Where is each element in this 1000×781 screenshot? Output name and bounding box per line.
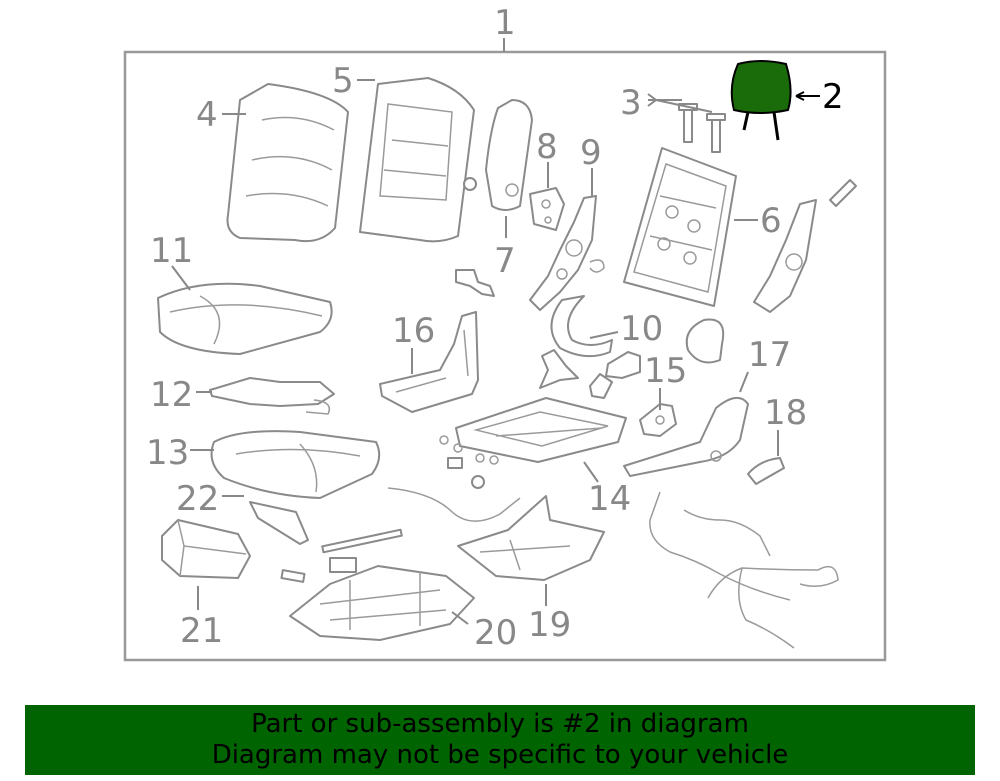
callout-9: 9: [580, 133, 602, 173]
callout-18: 18: [764, 393, 807, 433]
leader-2: [795, 91, 820, 101]
callout-11: 11: [150, 231, 193, 271]
part-harness: [707, 565, 839, 649]
part-3-bolts: [678, 103, 726, 153]
part-clip-20: [329, 557, 357, 573]
part-20-base-frame: [289, 565, 475, 641]
part-cable-c: [683, 509, 771, 557]
part-15-bracket: [639, 403, 677, 437]
headrest-cushion: [730, 60, 792, 114]
leader-3: [647, 93, 713, 113]
callout-22: 22: [176, 479, 219, 519]
leader-14: [583, 461, 599, 483]
callout-8: 8: [536, 127, 558, 167]
part-latch: [605, 351, 641, 379]
leader-17: [739, 371, 749, 393]
callout-2: 2: [822, 77, 844, 117]
part-right-recliner: [753, 199, 817, 313]
leader-20: [451, 611, 469, 625]
callout-3: 3: [620, 83, 642, 123]
part-9-recliner: [529, 195, 597, 311]
part-cable-a: [387, 487, 521, 522]
part-6-seat-back-frame: [623, 147, 737, 307]
part-12-heater-mat: [209, 377, 335, 415]
part-rod: [321, 528, 403, 554]
part-bolt-small: [471, 475, 485, 489]
callout-10: 10: [620, 309, 663, 349]
part-bushing: [447, 457, 463, 469]
part-19-lower-cover: [457, 495, 605, 581]
callout-21: 21: [180, 611, 223, 651]
part-18-handle: [747, 457, 785, 485]
part-16-side-panel: [379, 311, 479, 413]
callout-19: 19: [528, 605, 571, 645]
part-hook: [589, 373, 613, 399]
callout-14: 14: [588, 479, 631, 519]
callout-4: 4: [196, 95, 218, 135]
callout-16: 16: [392, 311, 435, 351]
callout-15: 15: [644, 351, 687, 391]
washer: [463, 177, 477, 191]
part-5-seat-back-pad: [359, 77, 475, 243]
banner-line-1: Part or sub-assembly is #2 in diagram: [251, 709, 749, 739]
part-8-bracket: [529, 187, 565, 231]
part-22-bracket: [249, 501, 309, 545]
callout-17: 17: [748, 335, 791, 375]
callout-13: 13: [146, 433, 189, 473]
part-7-clip: [455, 269, 495, 297]
part-cable-b: [649, 491, 791, 601]
part-strap: [829, 179, 857, 207]
leader-10: [589, 331, 619, 339]
callout-5: 5: [332, 61, 354, 101]
part-pin-20: [280, 569, 306, 583]
callout-6: 6: [760, 201, 782, 241]
part-13-cushion-pad: [210, 430, 381, 499]
part-4-seat-back-cover: [226, 83, 349, 243]
part-17-outer-trim: [623, 397, 749, 477]
callout-7: 7: [494, 241, 516, 281]
headrest-post-left: [742, 111, 750, 131]
part-14-cushion-frame: [439, 397, 627, 465]
part-10-recliner-cover: [550, 295, 613, 358]
callout-12: 12: [150, 375, 193, 415]
callout-1: 1: [494, 3, 516, 43]
part-11-cushion-cover: [157, 282, 333, 355]
banner-line-2: Diagram may not be specific to your vehi…: [211, 740, 789, 770]
part-bracket-center: [539, 349, 579, 389]
leader-11: [171, 265, 191, 291]
part-7-side-shield: [485, 99, 533, 211]
part-2-headrest: [730, 60, 792, 141]
spring: [589, 259, 605, 273]
part-right-recliner-cover: [685, 318, 725, 364]
headrest-post-right: [772, 111, 780, 141]
callout-20: 20: [474, 613, 517, 653]
info-banner: Part or sub-assembly is #2 in diagram Di…: [25, 705, 975, 775]
part-21-box: [161, 519, 251, 579]
